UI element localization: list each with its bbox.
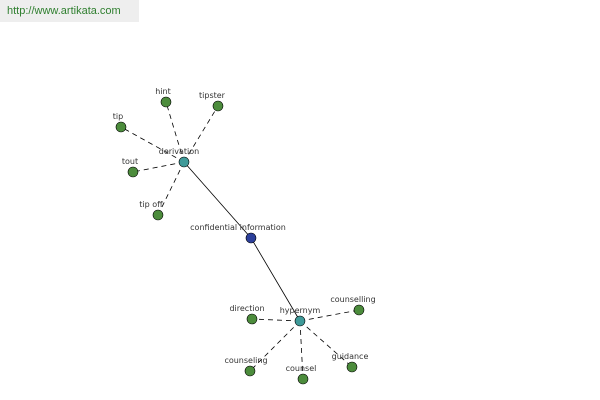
nodes-layer: confidential information derivation hint… xyxy=(113,87,376,385)
label-leaf-guidance: guidance xyxy=(332,352,369,361)
node-leaf-hint[interactable] xyxy=(160,96,172,108)
label-leaf-counseling: counseling xyxy=(224,356,267,365)
edge-hypernym-counselling xyxy=(299,309,360,322)
node-leaf-counseling[interactable] xyxy=(244,365,256,377)
edge-derivation-tip-off xyxy=(157,161,185,216)
edges-layer xyxy=(120,101,360,380)
node-center-confidential-information[interactable] xyxy=(245,232,257,244)
label-leaf-tip-off: tip off xyxy=(139,200,163,209)
node-leaf-tip[interactable] xyxy=(115,121,127,133)
edge-derivation-tip xyxy=(120,126,185,163)
node-leaf-guidance[interactable] xyxy=(346,361,358,373)
node-leaf-direction[interactable] xyxy=(246,313,258,325)
edge-derivation-tipster xyxy=(183,105,219,163)
edge-derivation-tout xyxy=(132,161,185,173)
label-center-confidential-information: confidential information xyxy=(190,223,286,232)
edge-hypernym-guidance xyxy=(299,320,353,368)
label-leaf-tipster: tipster xyxy=(199,91,226,100)
node-leaf-counsel[interactable] xyxy=(297,373,309,385)
label-leaf-counselling: counselling xyxy=(330,295,375,304)
edge-hypernym-counseling xyxy=(249,320,301,372)
label-leaf-hint: hint xyxy=(155,87,171,96)
label-leaf-counsel: counsel xyxy=(286,364,317,373)
label-leaf-direction: direction xyxy=(229,304,264,313)
label-hub-derivation: derivation xyxy=(159,147,199,156)
node-leaf-tout[interactable] xyxy=(127,166,139,178)
node-hub-derivation[interactable] xyxy=(178,156,190,168)
label-leaf-tip: tip xyxy=(113,112,123,121)
node-leaf-tipster[interactable] xyxy=(212,100,224,112)
label-leaf-tout: tout xyxy=(122,157,138,166)
node-hub-hypernym[interactable] xyxy=(294,315,306,327)
site-url-banner[interactable]: http://www.artikata.com xyxy=(0,0,139,22)
edge-derivation-center xyxy=(183,161,252,239)
edge-derivation-hint xyxy=(165,101,185,163)
node-leaf-counselling[interactable] xyxy=(353,304,365,316)
label-hub-hypernym: hypernym xyxy=(280,306,321,315)
edge-hypernym-counsel xyxy=(299,320,304,380)
edge-hypernym-center xyxy=(250,237,301,322)
edge-hypernym-direction xyxy=(251,318,301,322)
node-leaf-tip-off[interactable] xyxy=(152,209,164,221)
